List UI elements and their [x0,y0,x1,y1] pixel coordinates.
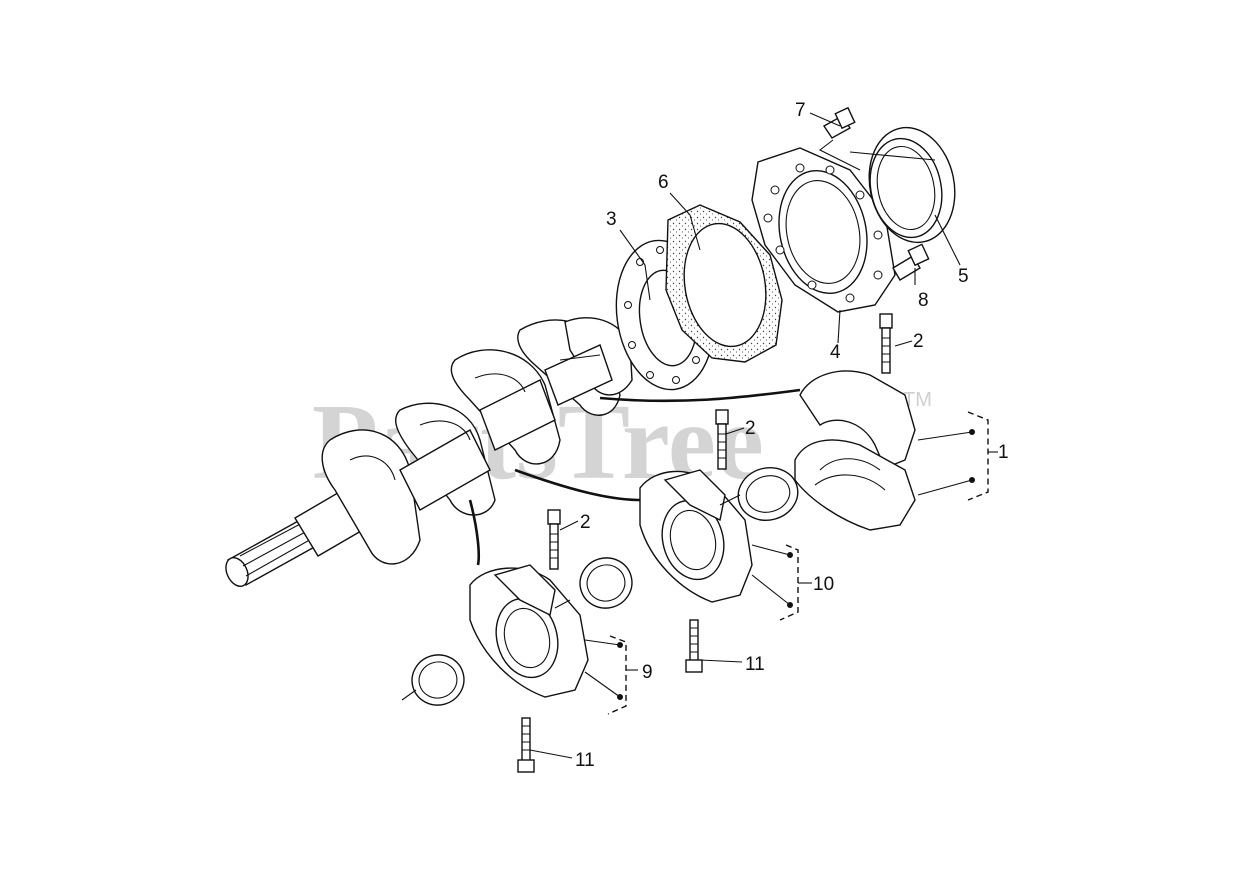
bolt-2-top [879,313,893,374]
rear-housing [751,147,896,313]
callout-2-top: 2 [913,331,924,352]
callout-2-left: 2 [580,512,591,533]
crankshaft [225,317,801,587]
callout-4: 4 [830,342,841,363]
callout-5: 5 [958,266,969,287]
callout-11-left: 11 [575,750,595,771]
callout-7: 7 [795,100,806,121]
gasket [665,204,783,363]
bolt-7 [822,106,856,139]
callout-labels: 1 2 2 2 3 4 5 6 7 8 9 10 11 11 [575,100,1009,771]
leader-lines [401,112,973,759]
bolt-11-left [517,717,535,773]
callout-2-middle: 2 [745,418,756,439]
bearing-holder-9 [411,564,589,706]
callout-3: 3 [606,209,617,230]
watermark-trademark: TM [903,389,932,411]
callout-10: 10 [813,574,834,595]
group-brackets [607,411,998,715]
callout-9: 9 [642,662,653,683]
bolt-8 [892,243,930,281]
callout-6: 6 [658,172,669,193]
bearing-holder-1 [737,370,916,531]
callout-11-middle: 11 [745,654,765,675]
callout-1: 1 [998,442,1009,463]
bolt-2-middle [715,409,729,470]
bearing-holder-10 [579,469,753,609]
callout-8: 8 [918,290,929,311]
bolt-2-left [547,509,561,570]
bolt-11-middle [685,619,703,673]
